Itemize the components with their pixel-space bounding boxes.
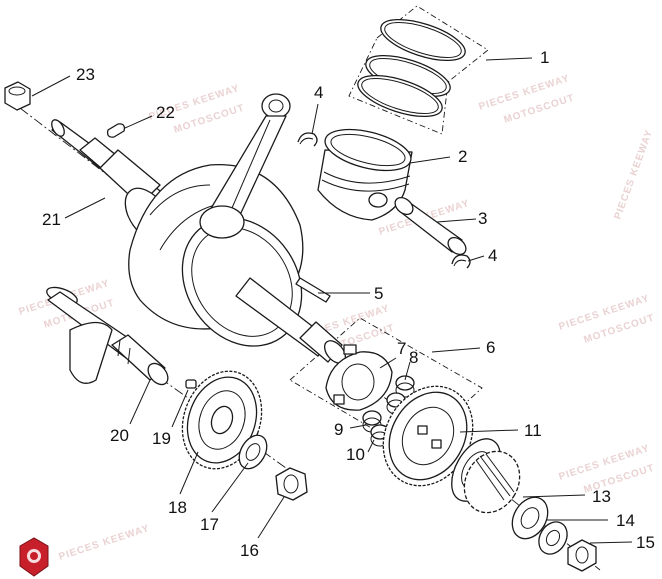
callout-labels: 1 2 3 4 4 5 6 7 8 9 10 11 13 14 15 16 17… <box>42 48 655 560</box>
watermark-line1: PIECES KEEWAY <box>58 523 152 563</box>
callout-10: 10 <box>346 445 365 464</box>
callout-15: 15 <box>636 533 655 552</box>
callout-16: 16 <box>240 541 259 560</box>
part-15-nut <box>567 539 597 572</box>
clutch-group-box <box>289 317 483 453</box>
callout-3: 3 <box>478 209 487 228</box>
callout-8: 8 <box>409 348 418 367</box>
callout-13: 13 <box>592 487 611 506</box>
leader-lines <box>31 57 633 544</box>
part-4-circlip-top <box>297 132 318 147</box>
part-10-drive-gear <box>382 385 474 487</box>
part-19-key <box>185 379 197 389</box>
callout-19: 19 <box>152 429 171 448</box>
part-14-washer <box>511 496 549 540</box>
part-16-nut <box>275 467 308 501</box>
callout-18: 18 <box>168 498 187 517</box>
callout-11: 11 <box>524 421 542 440</box>
callout-22: 22 <box>156 103 175 122</box>
callout-5: 5 <box>374 284 383 303</box>
callout-4-top: 4 <box>314 83 323 102</box>
part-4-circlip-bottom <box>451 254 471 269</box>
callout-2: 2 <box>458 147 467 166</box>
connecting-rod <box>199 93 291 239</box>
callout-20: 20 <box>110 426 129 445</box>
part-3-piston-pin <box>394 196 467 256</box>
callout-6: 6 <box>486 338 495 357</box>
part-18-balancer-gear <box>181 370 263 470</box>
part-5-pin <box>295 277 331 303</box>
callout-23: 23 <box>76 65 95 84</box>
callout-1: 1 <box>540 48 549 67</box>
part-17-washer <box>238 434 268 470</box>
part-21-crankshaft <box>51 119 347 364</box>
part-7-clutch-hub <box>325 344 393 411</box>
part-23-nut <box>4 81 31 111</box>
part-9-springs <box>362 410 390 447</box>
callout-14: 14 <box>616 511 635 530</box>
callout-21: 21 <box>42 210 61 229</box>
part-13-primary-gear <box>463 450 521 514</box>
brand-badge-icon <box>19 537 49 577</box>
part-20-balancer-shaft <box>46 286 169 386</box>
callout-9: 9 <box>334 420 343 439</box>
part-1-piston-rings <box>357 18 466 118</box>
part-2-piston <box>317 128 413 221</box>
part-14-washer-2 <box>538 521 568 555</box>
callout-4-bottom: 4 <box>488 246 497 265</box>
callout-7: 7 <box>397 339 406 358</box>
part-22-key <box>106 123 126 138</box>
watermark-line1: PIECES KEEWAY <box>612 128 655 221</box>
callout-17: 17 <box>200 515 219 534</box>
